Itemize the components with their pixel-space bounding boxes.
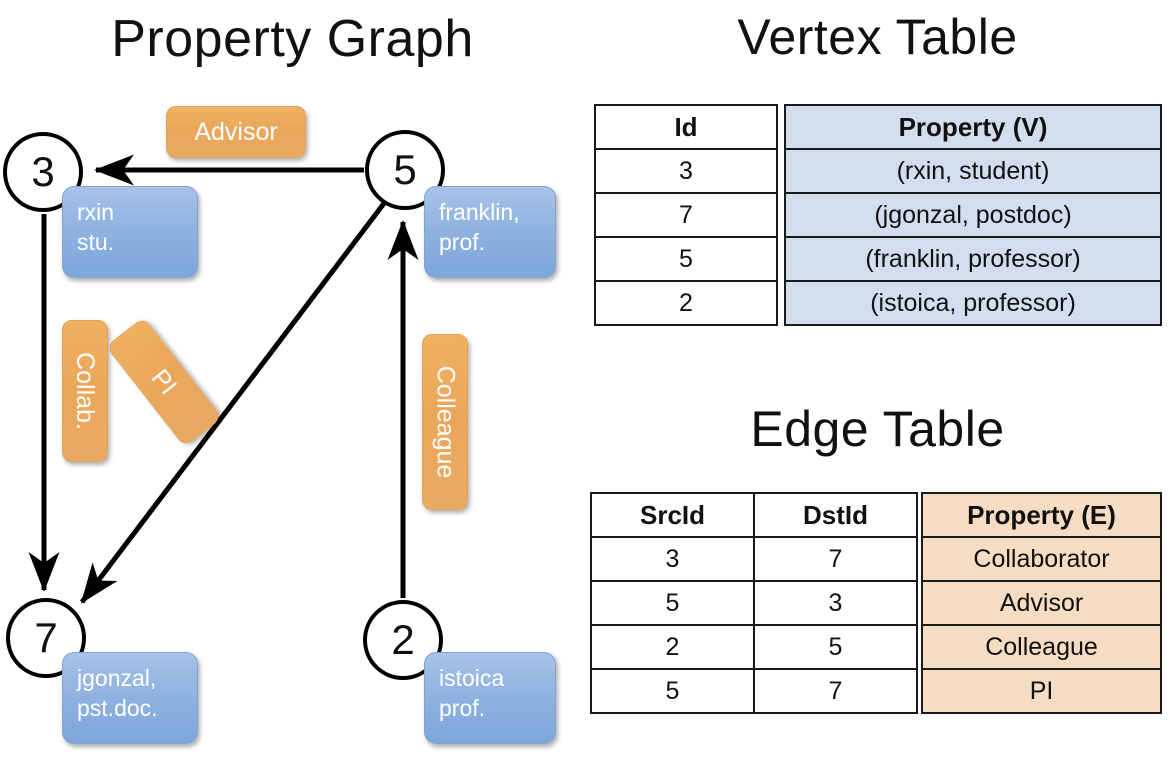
column-header-property-e: Property (E) — [921, 492, 1162, 538]
edge-label-text-colleague: Colleague — [431, 365, 459, 479]
node-property-box-2: istoica prof. — [424, 652, 556, 744]
edge-property-cell: Collaborator — [921, 536, 1162, 582]
column-header-id: Id — [594, 104, 778, 150]
page-title-vertex-table: Vertex Table — [737, 9, 1018, 65]
graph-node-2[interactable]: 2 — [363, 600, 443, 680]
column-header-property-v: Property (V) — [784, 104, 1162, 150]
table-row: (rxin, student) — [784, 148, 1162, 194]
edge-property-cell: Colleague — [921, 624, 1162, 670]
property-graph-diagram: 3 5 7 2 rxin stu. franklin, prof. jgonza… — [3, 106, 556, 744]
graph-node-2-label: 2 — [391, 616, 415, 663]
table-row: 7 — [594, 192, 778, 238]
edge-src-cell: 2 — [590, 624, 755, 670]
table-header-row: SrcId DstId — [590, 492, 918, 538]
edge-line-5-to-7 — [80, 200, 387, 604]
table-row: (franklin, professor) — [784, 236, 1162, 282]
graph-node-3-label: 3 — [31, 148, 55, 195]
table-header-row: Property (E) — [921, 492, 1162, 538]
table-row: 3 — [594, 148, 778, 194]
table-row: 5 3 — [590, 580, 918, 626]
graph-node-5[interactable]: 5 — [365, 130, 445, 210]
table-row: Colleague — [921, 624, 1162, 670]
vertex-id-cell: 7 — [594, 192, 778, 238]
graph-node-5-label: 5 — [393, 146, 417, 193]
edge-dst-cell: 7 — [753, 668, 918, 714]
edge-label-badge-advisor: Advisor — [166, 106, 306, 158]
edge-label-badge-colleague: Colleague — [422, 334, 468, 510]
edge-label-text-collab: Collab. — [71, 352, 100, 430]
table-row: 3 7 — [590, 536, 918, 582]
edge-dst-cell: 5 — [753, 624, 918, 670]
edge-label-badge-collab: Collab. — [62, 320, 108, 462]
vertex-id-cell: 2 — [594, 280, 778, 326]
vertex-table-id-column: Id 3 7 5 2 — [594, 104, 778, 326]
table-row: PI — [921, 668, 1162, 714]
edge-src-cell: 5 — [590, 668, 755, 714]
edge-src-cell: 5 — [590, 580, 755, 626]
node-property-box-5: franklin, prof. — [424, 186, 556, 278]
edge-property-cell: PI — [921, 668, 1162, 714]
table-row: (istoica, professor) — [784, 280, 1162, 326]
vertex-table-property-column: Property (V) (rxin, student) (jgonzal, p… — [784, 104, 1162, 326]
edge-label-text-pi: PI — [145, 364, 183, 400]
table-row: (jgonzal, postdoc) — [784, 192, 1162, 238]
node-property-box-3: rxin stu. — [62, 186, 198, 278]
edge-table-id-columns: SrcId DstId 3 7 5 3 2 5 5 7 — [590, 492, 918, 714]
table-row: 2 5 — [590, 624, 918, 670]
edge-src-cell: 3 — [590, 536, 755, 582]
table-row: 5 — [594, 236, 778, 282]
column-header-dstid: DstId — [753, 492, 918, 538]
table-header-row: Id — [594, 104, 778, 150]
page-title-edge-table: Edge Table — [750, 401, 1005, 457]
table-row: 5 7 — [590, 668, 918, 714]
graph-edge-lines — [28, 154, 419, 604]
node-property-box-7: jgonzal, pst.doc. — [62, 652, 198, 744]
edge-label-text-advisor: Advisor — [194, 118, 278, 146]
edge-dst-cell: 7 — [753, 536, 918, 582]
table-row: Collaborator — [921, 536, 1162, 582]
vertex-property-cell: (jgonzal, postdoc) — [784, 192, 1162, 238]
vertex-id-cell: 5 — [594, 236, 778, 282]
edge-property-cell: Advisor — [921, 580, 1162, 626]
edge-table-property-column: Property (E) Collaborator Advisor Collea… — [921, 492, 1162, 714]
edge-dst-cell: 3 — [753, 580, 918, 626]
vertex-property-cell: (franklin, professor) — [784, 236, 1162, 282]
table-header-row: Property (V) — [784, 104, 1162, 150]
graph-node-7-label: 7 — [34, 614, 58, 661]
table-row: 2 — [594, 280, 778, 326]
column-header-srcid: SrcId — [590, 492, 755, 538]
table-row: Advisor — [921, 580, 1162, 626]
page-title-property-graph: Property Graph — [111, 10, 474, 68]
vertex-id-cell: 3 — [594, 148, 778, 194]
vertex-property-cell: (rxin, student) — [784, 148, 1162, 194]
vertex-property-cell: (istoica, professor) — [784, 280, 1162, 326]
